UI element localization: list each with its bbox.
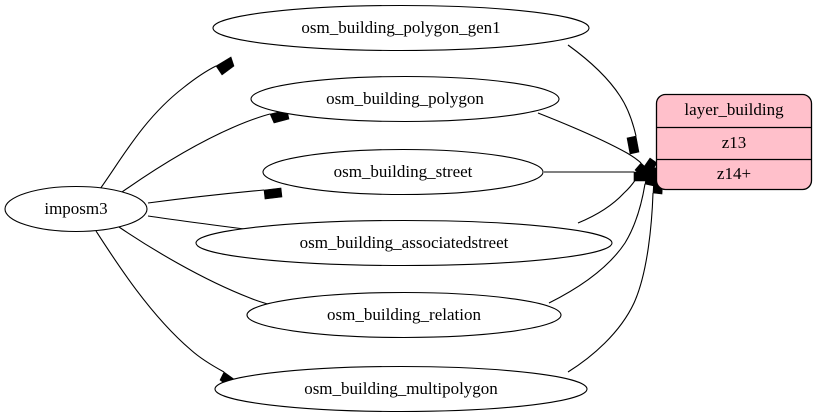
node-imposm3-shape[interactable] [4, 185, 148, 233]
node-imposm3[interactable]: imposm3 [4, 185, 148, 233]
node-osm-building-relation-shape[interactable] [246, 291, 562, 339]
edge-imposm3-to-osm-building-polygon-gen1 [99, 56, 235, 190]
node-osm-building-street[interactable]: osm_building_street [262, 148, 544, 196]
node-osm-building-relation[interactable]: osm_building_relation [246, 291, 562, 339]
node-osm-building-street-label: osm_building_street [334, 162, 473, 181]
layer-building-z13-label: z13 [722, 133, 747, 152]
node-osm-building-multipolygon[interactable]: osm_building_multipolygon [214, 365, 588, 413]
edge-imposm3-to-osm-building-street [147, 187, 283, 204]
node-osm-building-polygon-gen1-shape[interactable] [212, 4, 590, 52]
node-osm-building-street-shape[interactable] [262, 148, 544, 196]
node-osm-building-polygon-shape[interactable] [250, 75, 560, 123]
node-osm-building-polygon[interactable]: osm_building_polygon [250, 75, 560, 123]
edge-osm-building-polygon-gen1-to-layer-z13 [567, 44, 640, 155]
node-osm-building-polygon-gen1-label: osm_building_polygon_gen1 [301, 18, 500, 37]
node-osm-building-associatedstreet[interactable]: osm_building_associatedstreet [195, 219, 613, 267]
node-osm-building-associatedstreet-label: osm_building_associatedstreet [300, 233, 509, 252]
edge-osm-building-associatedstreet-to-layer-z14plus [577, 157, 658, 224]
node-layer-building-record[interactable]: layer_building z13 z14+ [655, 93, 813, 191]
node-osm-building-polygon-gen1[interactable]: osm_building_polygon_gen1 [212, 4, 590, 52]
layer-building-title-label: layer_building [684, 100, 784, 119]
node-osm-building-relation-label: osm_building_relation [327, 305, 481, 324]
node-imposm3-label: imposm3 [44, 199, 107, 218]
node-osm-building-polygon-label: osm_building_polygon [326, 89, 484, 108]
node-osm-building-multipolygon-shape[interactable] [214, 365, 588, 413]
layer-building-z14plus-label: z14+ [717, 164, 751, 183]
edge-imposm3-to-osm-building-multipolygon [95, 230, 239, 391]
layer-building-box[interactable] [655, 93, 813, 191]
edge-osm-building-multipolygon-to-layer-z14plus [567, 174, 664, 373]
node-osm-building-associatedstreet-shape[interactable] [195, 219, 613, 267]
edge-group-tables-to-layer [537, 44, 664, 373]
node-osm-building-multipolygon-label: osm_building_multipolygon [304, 379, 498, 398]
